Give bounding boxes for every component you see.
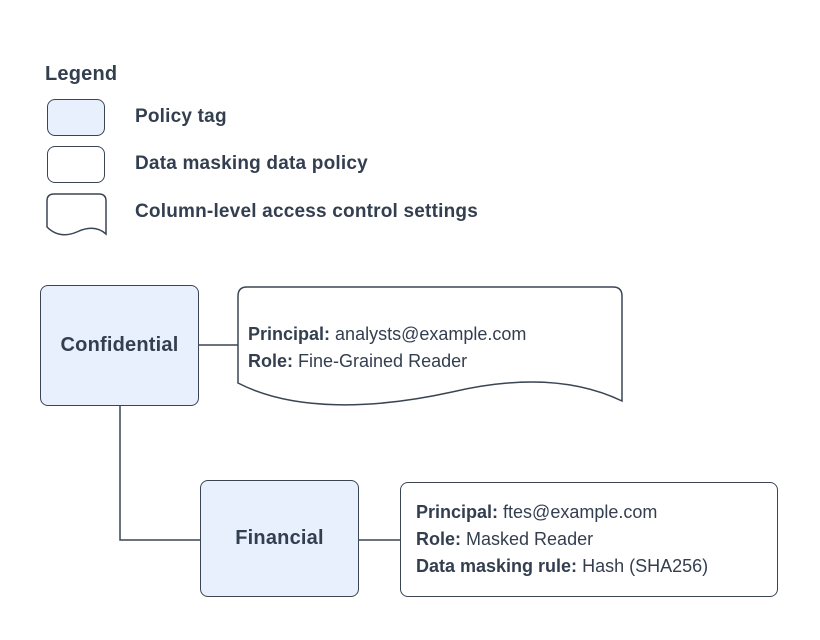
connector-confidential-to-financial [119, 406, 201, 541]
masking-rule-line: Data masking rule: Hash (SHA256) [416, 553, 777, 580]
document-swatch [46, 193, 107, 236]
legend-label-access-control: Column-level access control settings [135, 201, 478, 222]
policy-tag-confidential-label: Confidential [60, 334, 179, 356]
policy-tag-confidential: Confidential [40, 285, 199, 406]
access-settings-document: Principal: analysts@example.com Role: Fi… [248, 321, 526, 375]
data-masking-policy-box: Principal: ftes@example.com Role: Masked… [400, 482, 778, 597]
masking-principal-label: Principal: [416, 502, 499, 522]
masking-rule-label: Data masking rule: [416, 556, 578, 576]
policy-tag-swatch [47, 99, 105, 136]
access-settings-document-shape [237, 286, 623, 406]
legend-label-data-policy: Data masking data policy [135, 153, 368, 174]
access-role-label: Role: [248, 351, 293, 371]
masking-principal-line: Principal: ftes@example.com [416, 499, 777, 526]
access-principal-line: Principal: analysts@example.com [248, 321, 526, 348]
data-policy-swatch [47, 146, 105, 183]
masking-rule-value: Hash (SHA256) [582, 556, 709, 576]
legend-label-policy-tag: Policy tag [135, 106, 227, 127]
access-principal-label: Principal: [248, 324, 331, 344]
policy-tag-financial: Financial [200, 480, 359, 597]
legend-title: Legend [45, 63, 118, 85]
access-principal-value: analysts@example.com [335, 324, 527, 344]
masking-role-line: Role: Masked Reader [416, 526, 777, 553]
masking-role-value: Masked Reader [466, 529, 594, 549]
masking-role-label: Role: [416, 529, 461, 549]
policy-tag-financial-label: Financial [235, 527, 324, 549]
access-role-value: Fine-Grained Reader [298, 351, 468, 371]
access-role-line: Role: Fine-Grained Reader [248, 348, 526, 375]
masking-principal-value: ftes@example.com [503, 502, 658, 522]
